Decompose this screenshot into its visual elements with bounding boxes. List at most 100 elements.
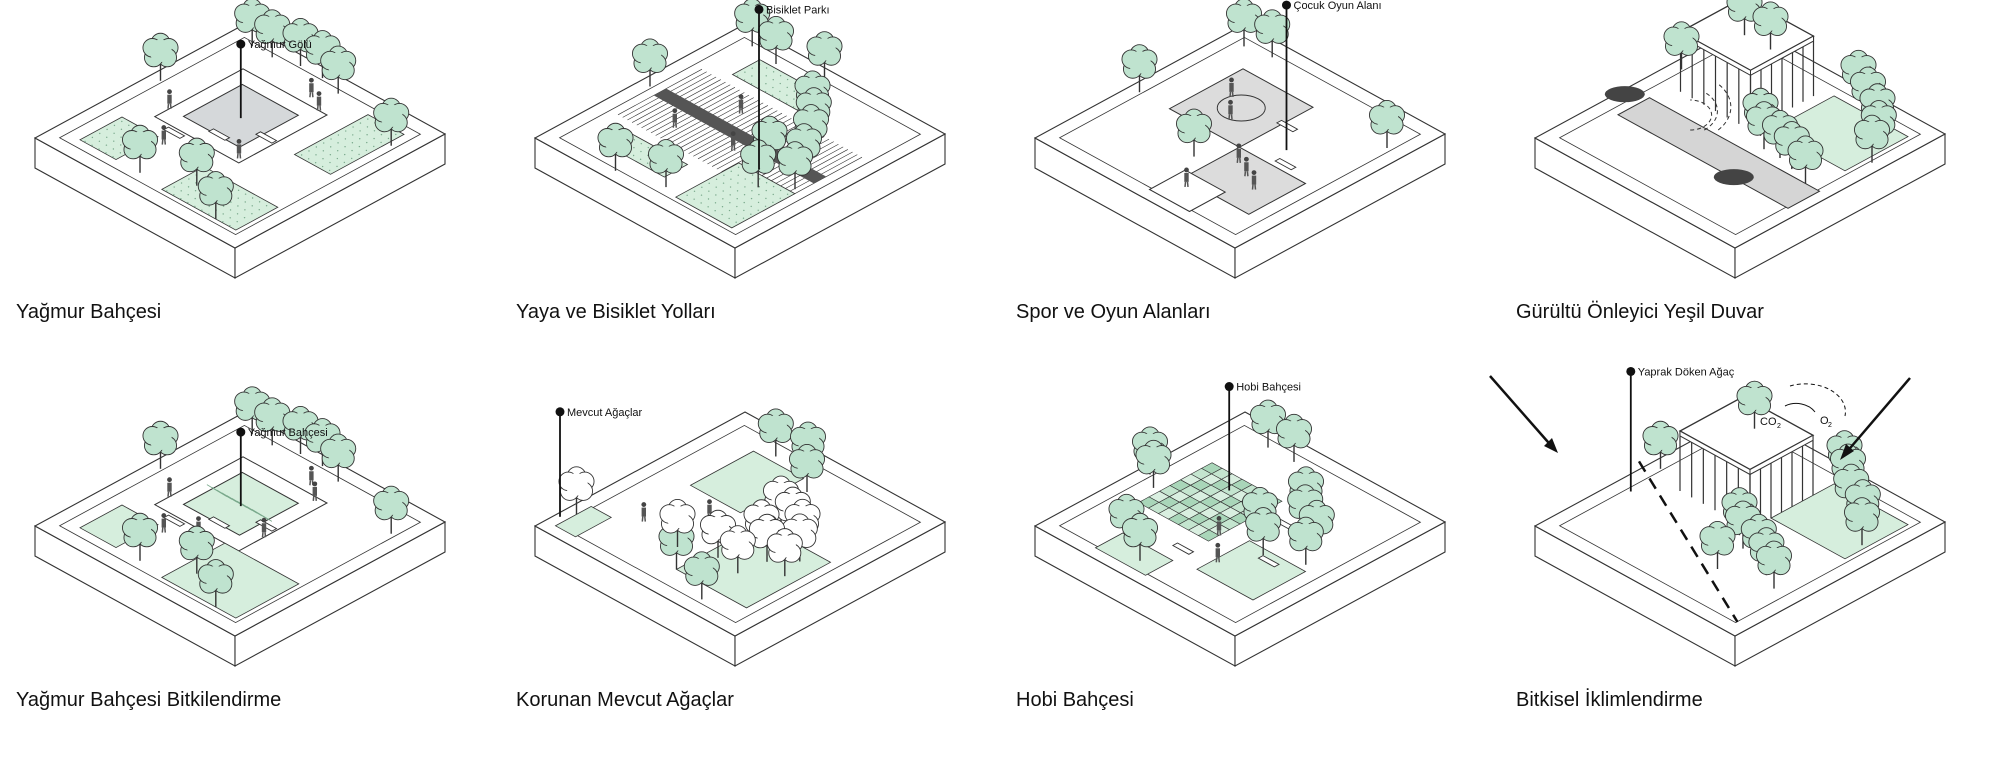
tree-icon: [1245, 507, 1282, 556]
person-icon: [161, 125, 167, 145]
noise-wave: [1703, 91, 1718, 131]
person-icon: [738, 94, 744, 114]
callout-label: Bisiklet Parkı: [766, 4, 830, 16]
tree-icon: [1854, 114, 1891, 163]
bench-icon: [1257, 555, 1280, 568]
slab-border: [558, 36, 922, 236]
person-icon: [1244, 156, 1249, 177]
tree-icon: [1844, 497, 1881, 546]
tree-icon: [197, 171, 234, 220]
tree-icon: [740, 139, 777, 188]
slab-border: [1058, 36, 1422, 236]
tree-icon: [1642, 420, 1679, 469]
panel-caption: Yaya ve Bisiklet Yolları: [516, 301, 716, 323]
tree-icon: [659, 498, 696, 547]
co2-label: CO: [1760, 416, 1777, 428]
tree-icon: [254, 397, 291, 446]
callout-dot: [236, 427, 246, 437]
lawn: [1770, 483, 1909, 560]
road: [1616, 97, 1821, 209]
tree-icon: [757, 408, 794, 457]
person-icon: [1229, 77, 1234, 97]
court-circle: [1216, 94, 1266, 122]
tree-icon: [758, 16, 795, 64]
tree-icon: [806, 31, 843, 80]
tree-icon: [1287, 516, 1324, 565]
car-icon: [1713, 169, 1754, 186]
person-icon: [236, 139, 242, 159]
lawn: [1196, 540, 1307, 601]
tree-icon: [1663, 21, 1700, 70]
tree-icon: [1756, 540, 1793, 589]
person-icon: [730, 131, 736, 151]
callout-dot: [754, 4, 764, 14]
tree-icon: [777, 141, 814, 190]
tree-icon: [1121, 512, 1158, 561]
person-icon: [167, 477, 172, 497]
person-icon: [312, 481, 318, 501]
tree-icon: [789, 444, 826, 492]
panel-caption: Bitkisel İklimlendirme: [1516, 688, 1703, 711]
slab-top: [533, 411, 947, 637]
tree-icon: [142, 420, 179, 469]
tree-icon: [320, 45, 357, 94]
panel-caption: Korunan Mevcut Ağaçlar: [516, 689, 734, 711]
bench-icon: [254, 131, 278, 144]
panel-caption: Gürültü Önleyici Yeşil Duvar: [1516, 301, 1764, 323]
noise-wave: [1690, 99, 1713, 131]
tree-icon: [142, 32, 179, 81]
panel-caption: Yağmur Bahçesi: [16, 301, 161, 323]
tree-icon: [1369, 99, 1406, 148]
garden-plot: [1197, 529, 1220, 542]
callout-label: Yağmur Bahçesi: [248, 427, 328, 439]
slab-border: [58, 36, 422, 236]
tree-icon: [558, 466, 595, 515]
bench-icon: [1171, 542, 1195, 555]
person-icon: [1251, 170, 1257, 190]
tree-icon: [373, 97, 410, 146]
sun-arrow-left: [1489, 375, 1558, 453]
tree-icon: [1135, 439, 1172, 488]
person-icon: [1228, 99, 1233, 120]
o2-subscript: 2: [1828, 422, 1832, 429]
person-icon: [161, 513, 167, 533]
bench-icon: [207, 516, 231, 529]
panel-gurultu: Gürültü Önleyici Yeşil Duvar: [1516, 0, 1947, 323]
tree-icon: [647, 139, 684, 188]
person-icon: [1215, 542, 1221, 563]
tree-icon: [1175, 108, 1212, 157]
tree-icon: [1249, 399, 1287, 448]
planting-strip: [674, 162, 796, 229]
lawn: [554, 505, 613, 538]
callout-dot: [236, 39, 246, 49]
bench-icon: [207, 128, 231, 141]
bench-icon: [1274, 157, 1297, 171]
person-icon: [1216, 516, 1222, 536]
callout-label: Hobi Bahçesi: [1236, 382, 1301, 394]
tree-icon: [373, 485, 410, 534]
slab-border: [1058, 424, 1422, 624]
panel-caption: Yağmur Bahçesi Bitkilendirme: [16, 689, 281, 711]
tree-icon: [1736, 380, 1773, 429]
lawn: [689, 450, 805, 514]
person-icon: [167, 89, 172, 109]
car-icon: [1604, 86, 1645, 103]
panel-caption: Hobi Bahçesi: [1016, 689, 1134, 711]
tree-icon: [1121, 44, 1158, 93]
tree-icon: [766, 528, 803, 577]
person-icon: [261, 517, 267, 538]
panel-caption: Spor ve Oyun Alanları: [1016, 301, 1211, 323]
person-icon: [316, 91, 322, 111]
sun-arrow-right: [1840, 377, 1911, 460]
person-icon: [309, 77, 314, 98]
callout-label: Yağmur Gölü: [248, 39, 312, 51]
o2-label: O: [1820, 415, 1829, 427]
shade-line: [1637, 460, 1739, 623]
